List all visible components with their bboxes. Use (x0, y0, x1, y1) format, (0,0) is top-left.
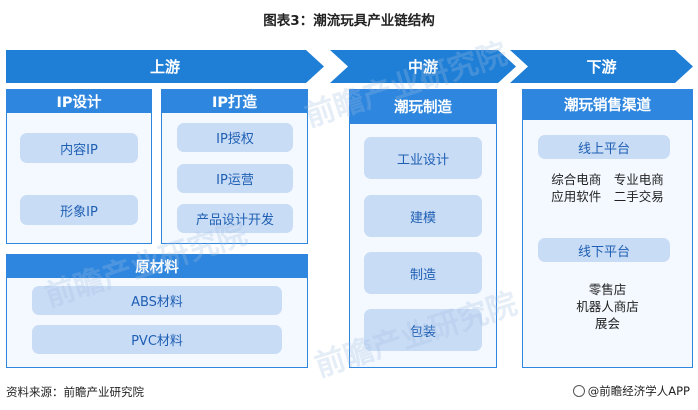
industrial-design-box: 工业设计 (364, 137, 482, 179)
stage-downstream-arrow: 下游 (510, 50, 693, 83)
materials-title: 原材料 (6, 254, 308, 278)
ip-license-box: IP授权 (177, 123, 293, 152)
brand-label: @前瞻经济学人APP (587, 384, 690, 398)
modeling-box: 建模 (364, 195, 482, 237)
brand-icon (572, 385, 585, 397)
ip-operation-box: IP运营 (177, 164, 293, 193)
image-ip-box: 形象IP (20, 195, 138, 225)
figure-title: 图表3：潮流玩具产业链结构 (263, 13, 435, 29)
offline-platform-box: 线下平台 (538, 238, 670, 262)
production-box: 制造 (364, 252, 482, 294)
stage-downstream-label: 下游 (586, 58, 617, 76)
sales-channel-title: 潮玩销售渠道 (522, 89, 693, 120)
brand-credit: @前瞻经济学人APP (572, 383, 690, 399)
offline-channel-exhibition: 展会 (594, 316, 620, 331)
offline-channel-retail: 零售店 (588, 282, 627, 297)
online-channels-line-2: 应用软件 二手交易 (551, 189, 664, 204)
packaging-box: 包装 (364, 309, 482, 351)
stage-midstream-label: 中游 (407, 58, 438, 76)
online-platform-box: 线上平台 (538, 135, 670, 159)
ip-design-title: IP设计 (6, 89, 152, 113)
product-dev-box: 产品设计开发 (177, 204, 293, 233)
source-note: 资料来源：前瞻产业研究院 (6, 385, 144, 399)
online-channels-line-1: 综合电商 专业电商 (551, 172, 664, 187)
stage-upstream-label: 上游 (149, 58, 180, 76)
offline-channel-robot-store: 机器人商店 (576, 299, 639, 314)
content-ip-box: 内容IP (20, 133, 138, 163)
manufacturing-title: 潮玩制造 (349, 89, 497, 124)
stage-upstream-arrow: 上游 (6, 50, 324, 83)
abs-material-box: ABS材料 (32, 286, 282, 315)
stage-midstream-arrow: 中游 (330, 50, 516, 83)
pvc-material-box: PVC材料 (32, 325, 282, 354)
ip-build-title: IP打造 (161, 89, 308, 113)
